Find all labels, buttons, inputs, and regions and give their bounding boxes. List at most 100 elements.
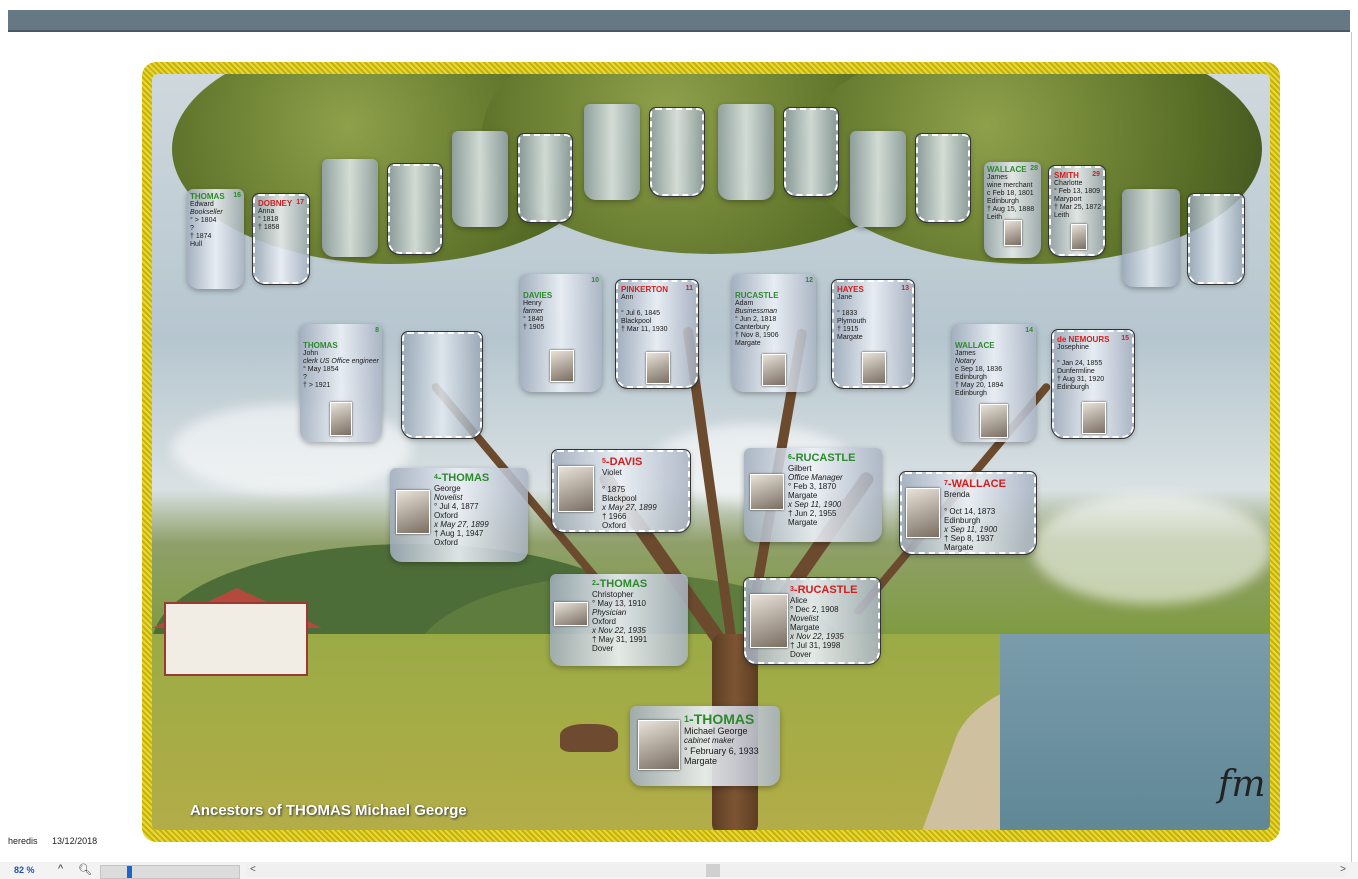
person-card-29[interactable]: 29 SMITH Charlotte ° Feb 13, 1809 Marypo… [1048, 165, 1106, 257]
birth: ° Oct 14, 1873 [944, 507, 996, 516]
death-place: Hull [190, 241, 203, 248]
zoom-slider-thumb[interactable] [127, 866, 132, 878]
birth-place: Edinburgh [944, 516, 981, 525]
death-place: Edinburgh [955, 390, 987, 397]
person-card-11[interactable]: 11 PINKERTON Ann ° Jul 6, 1845 Blackpool… [615, 279, 699, 389]
surname: WALLACE [987, 165, 1027, 174]
surname: PINKERTON [621, 285, 668, 294]
person-card-28[interactable]: 28 WALLACE James wine merchant c Feb 18,… [984, 162, 1041, 258]
birth: ° Feb 3, 1870 [788, 482, 837, 491]
empty-ancestor-slot[interactable] [649, 107, 705, 197]
person-card-16[interactable]: 16 THOMAS Edward Bookseller ° > 1804 ? †… [187, 189, 244, 289]
surname: DOBNEY [258, 199, 293, 208]
surname: THOMAS [190, 192, 225, 201]
given-names: James [955, 350, 976, 357]
person-card-10[interactable]: 10 DAVIES Henry farmer ° 1840 † 1905 [520, 274, 602, 392]
sosa-number: 8 [375, 327, 379, 334]
portrait-photo [1082, 402, 1106, 434]
empty-ancestor-slot[interactable] [387, 163, 443, 255]
portrait-photo [862, 352, 886, 384]
person-card-12[interactable]: 12 RUCASTLE Adam Businessman ° Jun 2, 18… [732, 274, 816, 392]
sosa-number: 11 [685, 285, 693, 292]
footer-app-name: heredis [8, 836, 38, 846]
occupation: Novelist [434, 493, 463, 502]
magnifier-icon[interactable]: 🔍︎ [78, 864, 92, 876]
person-card-3[interactable]: 3-RUCASTLE Alice ° Dec 2, 1908 Novelist … [743, 577, 881, 665]
zoom-level[interactable]: 82 % [14, 865, 35, 875]
baptism: c Sep 18, 1836 [955, 366, 1003, 373]
person-card-2[interactable]: 2-THOMAS Christopher ° May 13, 1910 Phys… [550, 574, 688, 666]
birth-place: Margate [788, 491, 818, 500]
death-place: Edinburgh [1057, 384, 1089, 391]
zoom-slider[interactable] [100, 865, 240, 879]
empty-ancestor-slot[interactable] [915, 133, 971, 223]
death: † > 1921 [303, 382, 331, 389]
death: † Aug 31, 1920 [1057, 376, 1105, 383]
person-card-8[interactable]: 8 THOMAS John clerk US Office engineer °… [300, 324, 382, 442]
occupation: Novelist [790, 614, 819, 623]
death-place: Oxford [434, 538, 459, 547]
marriage: x Sep 11, 1900 [788, 500, 842, 509]
portrait-photo [1004, 220, 1022, 246]
empty-ancestor-slot[interactable] [322, 159, 378, 257]
empty-ancestor-slot[interactable] [517, 133, 573, 223]
person-card-4[interactable]: 4-THOMAS George Novelist ° Jul 4, 1877 O… [390, 468, 528, 562]
death: † 1874 [190, 233, 212, 240]
empty-ancestor-slot[interactable] [452, 131, 508, 227]
empty-ancestor-slot[interactable] [1122, 189, 1180, 287]
person-card-13[interactable]: 13 HAYES Jane ° 1833 Plymouth † 1915 Mar… [831, 279, 915, 389]
birth-place: Blackpool [602, 494, 637, 503]
empty-ancestor-slot[interactable] [584, 104, 640, 200]
death-place: Margate [735, 340, 761, 347]
given-names: John [303, 350, 319, 357]
surname: THOMAS [303, 341, 338, 350]
death: † May 31, 1991 [592, 635, 648, 644]
person-card-14[interactable]: 14 WALLACE James Notary c Sep 18, 1836 E… [952, 324, 1036, 442]
given-names: Brenda [944, 490, 970, 499]
occupation: Bookseller [190, 209, 223, 216]
person-card-15[interactable]: 15 de NEMOURS Josephine ° Jan 24, 1855 D… [1051, 329, 1135, 439]
birth: ° 1818 [258, 216, 279, 223]
sosa-number: 15 [1121, 335, 1129, 342]
portrait-photo [1071, 224, 1087, 250]
birth-place: Edinburgh [955, 374, 987, 381]
surname: RUCASTLE [735, 291, 779, 300]
death: † 1966 [602, 512, 627, 521]
person-card-7[interactable]: 7-WALLACE Brenda ° Oct 14, 1873 Edinburg… [899, 471, 1037, 555]
horizontal-scrollbar[interactable]: < > [246, 864, 1346, 877]
death-place: Dover [592, 644, 614, 653]
chevron-up-icon[interactable]: ^ [58, 863, 64, 875]
empty-ancestor-slot[interactable] [1187, 193, 1245, 285]
death-place: Oxford [602, 521, 627, 530]
portrait-photo [750, 474, 784, 510]
person-card-6[interactable]: 6-RUCASTLE Gilbert Office Manager ° Feb … [744, 448, 882, 542]
occupation: cabinet maker [684, 736, 735, 745]
scroll-right-icon[interactable]: > [1340, 864, 1346, 875]
person-card-17[interactable]: 17 DOBNEY Anna ° 1818 † 1858 [252, 193, 310, 285]
death: † Mar 11, 1930 [621, 326, 668, 333]
occupation: Office Manager [788, 473, 843, 482]
vertical-scrollbar-edge[interactable] [1351, 32, 1352, 862]
portrait-photo [980, 404, 1008, 438]
tree-background-scene: 16 THOMAS Edward Bookseller ° > 1804 ? †… [152, 74, 1270, 830]
person-card-5[interactable]: 5-DAVIS Violet ° 1875 Blackpool x May 27… [551, 449, 691, 533]
marriage: x Nov 22, 1935 [592, 626, 646, 635]
empty-ancestor-slot[interactable] [850, 131, 906, 227]
death: † Jun 2, 1955 [788, 509, 837, 518]
empty-ancestor-slot[interactable] [718, 104, 774, 200]
scroll-left-icon[interactable]: < [250, 864, 256, 875]
scrollbar-thumb[interactable] [706, 864, 720, 877]
sosa-number: 7 [944, 480, 948, 487]
birth-place: Blackpool [621, 318, 652, 325]
sosa-number: 6 [788, 454, 792, 461]
empty-ancestor-slot[interactable] [783, 107, 839, 197]
empty-ancestor-slot[interactable] [401, 331, 483, 439]
marriage: x Nov 22, 1935 [790, 632, 844, 641]
portrait-photo [396, 490, 430, 534]
person-card-1[interactable]: 1-THOMAS Michael George cabinet maker ° … [630, 706, 780, 786]
birth: ° Feb 13, 1809 [1054, 188, 1100, 195]
portrait-photo [330, 402, 352, 436]
artist-signature: fm [1218, 764, 1266, 805]
window-title-bar [8, 10, 1350, 32]
portrait-photo [638, 720, 680, 770]
